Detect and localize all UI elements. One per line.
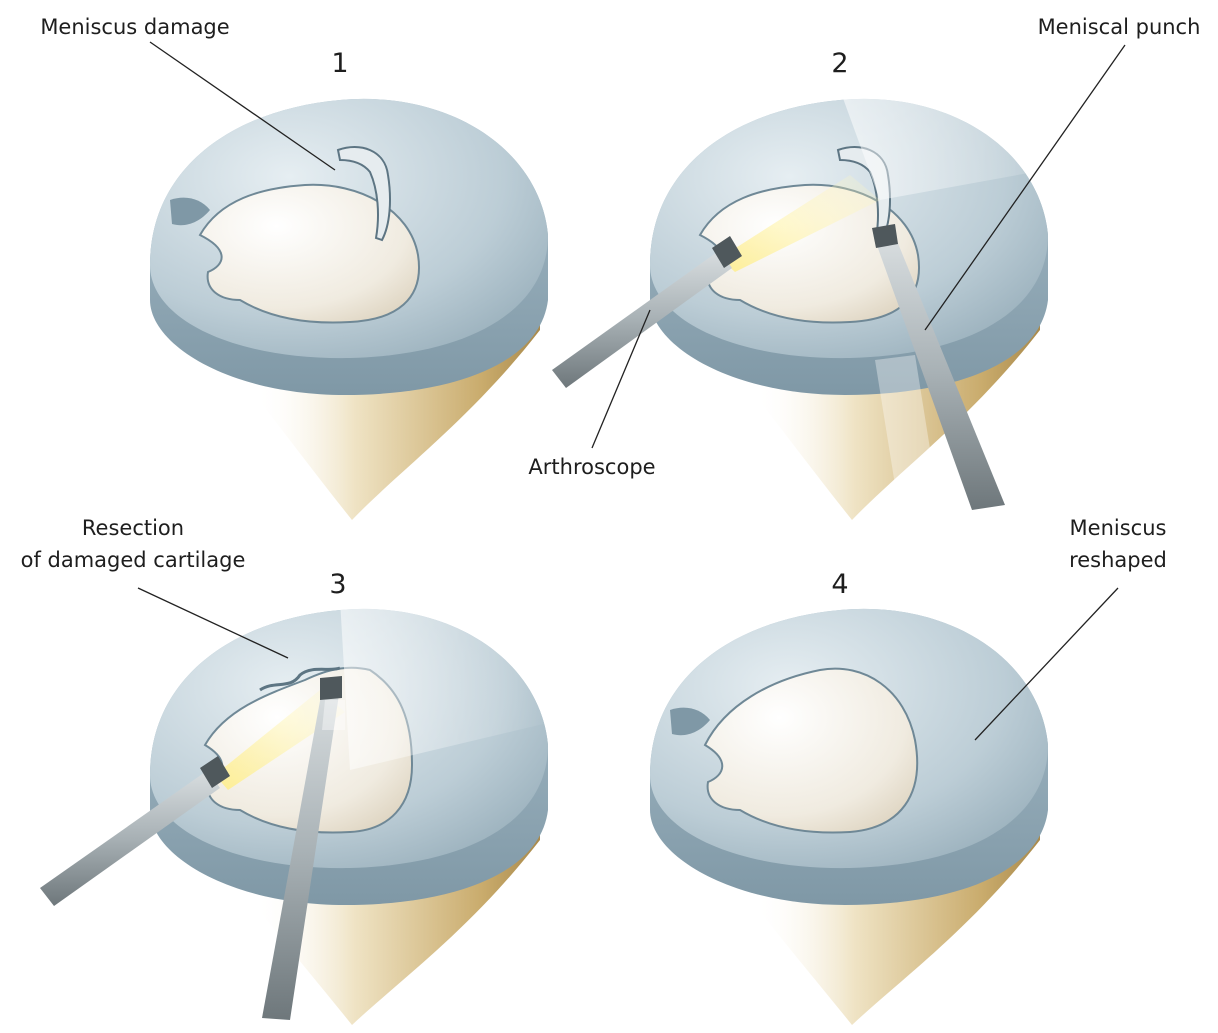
label-resection-line1: Resection <box>82 516 184 540</box>
label-reshaped-line1: Meniscus <box>1070 516 1167 540</box>
panel-number-4: 4 <box>831 569 848 600</box>
panel-number-1: 1 <box>331 48 348 79</box>
panel-3 <box>40 600 560 1025</box>
panel-4 <box>650 609 1048 1025</box>
label-meniscus-damage: Meniscus damage <box>40 15 229 39</box>
panel-number-2: 2 <box>831 48 848 79</box>
label-meniscal-punch: Meniscal punch <box>1038 15 1201 39</box>
label-arthroscope: Arthroscope <box>528 455 655 479</box>
label-resection-line2: of damaged cartilage <box>21 548 246 572</box>
veil <box>840 90 1100 200</box>
label-reshaped-line2: reshaped <box>1069 548 1167 572</box>
leader-resection <box>138 588 288 658</box>
panel-1 <box>150 99 548 520</box>
panel-number-3: 3 <box>329 569 346 600</box>
